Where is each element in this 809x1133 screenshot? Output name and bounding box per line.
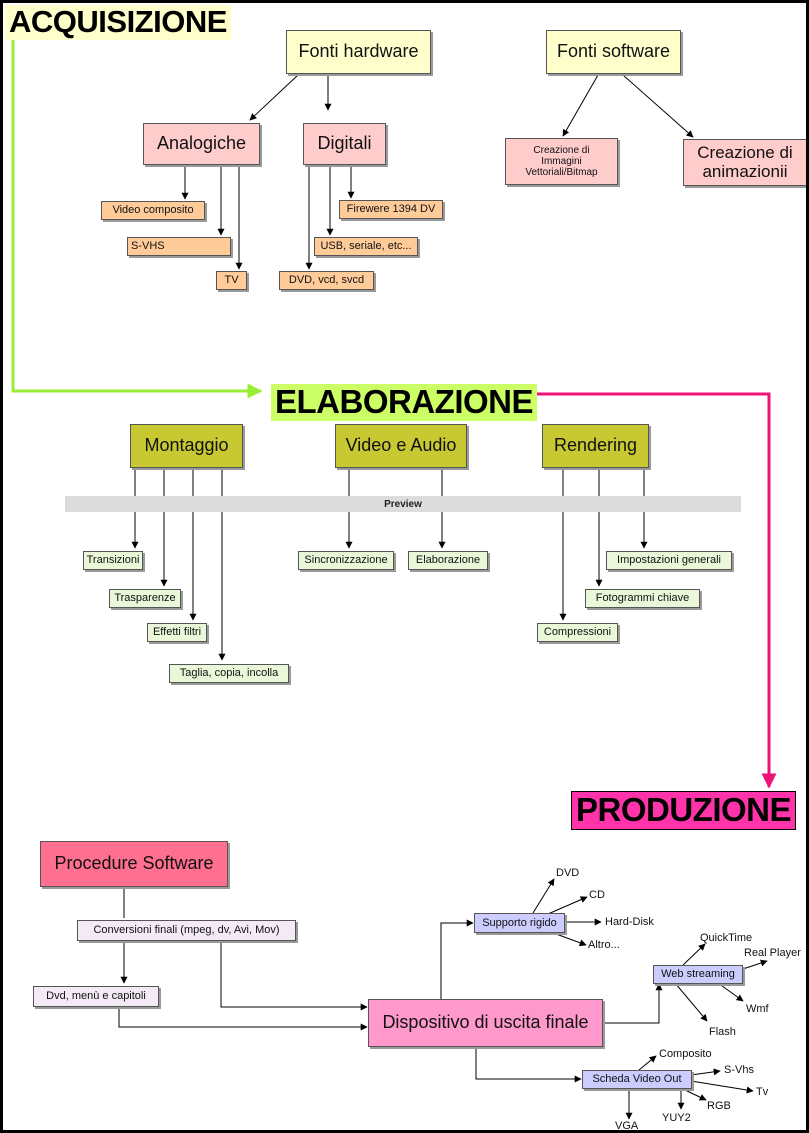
node-video-audio: Video e Audio: [335, 424, 467, 468]
node-trasparenze: Trasparenze: [109, 589, 181, 608]
arrow-web-real: [739, 959, 768, 971]
node-dispositivo-uscita: Dispositivo di uscita finale: [368, 999, 603, 1047]
arrow-disp-scheda: [475, 1047, 582, 1083]
node-effetti-filtri: Effetti filtri: [147, 623, 207, 642]
arrow-hw-analogiche: [249, 74, 299, 121]
section-produzione: PRODUZIONE: [571, 791, 797, 830]
arrow-disp-web: [603, 983, 663, 1024]
label-wmf: Wmf: [746, 1003, 769, 1015]
node-montaggio: Montaggio: [130, 424, 243, 468]
node-compressioni: Compressioni: [537, 623, 618, 642]
node-analogiche: Analogiche: [143, 123, 260, 165]
node-rendering: Rendering: [542, 424, 649, 468]
node-scheda-video-out: Scheda Video Out: [582, 1070, 692, 1089]
arrow-web-flash: [674, 982, 708, 1022]
acquisizione-to-elaborazione-arrow: [11, 39, 263, 399]
node-dvd-vcd: DVD, vcd, svcd: [279, 271, 374, 290]
label-flash: Flash: [709, 1026, 736, 1038]
arrow-conv-disp: [220, 941, 368, 1011]
label-hard-disk: Hard-Disk: [605, 916, 654, 928]
arrow-sch-svhs: [690, 1068, 721, 1076]
node-fotogrammi-chiave: Fotogrammi chiave: [585, 589, 700, 608]
preview-bar: Preview: [65, 496, 741, 512]
node-dvd-menu-capitoli: Dvd, menù e capitoli: [33, 986, 159, 1007]
arrow-sw-animazioni: [622, 74, 694, 138]
node-elaborazione: Elaborazione: [408, 551, 488, 570]
node-transizioni: Transizioni: [83, 551, 143, 570]
arrow-sch-rgb: [682, 1088, 707, 1101]
node-usb: USB, seriale, etc...: [314, 237, 418, 256]
node-digitali: Digitali: [303, 123, 386, 165]
node-supporto-rigido: Supporto rigido: [474, 913, 565, 933]
label-quicktime: QuickTime: [700, 932, 753, 944]
label-real-player: Real Player: [744, 947, 801, 959]
arrow-sup-cd: [547, 896, 588, 915]
arrow-web-wmf: [717, 982, 744, 1002]
node-firewire: Firewere 1394 DV: [339, 200, 443, 219]
arrow-disp-supporto: [440, 919, 474, 999]
label-tv-out: Tv: [756, 1086, 769, 1098]
node-impostazioni-generali: Impostazioni generali: [606, 551, 732, 570]
section-elaborazione: ELABORAZIONE: [271, 384, 537, 421]
label-rgb: RGB: [707, 1100, 731, 1112]
section-acquisizione: ACQUISIZIONE: [5, 5, 231, 40]
arrow-sch-composito: [638, 1055, 657, 1071]
label-yuy2: YUY2: [662, 1112, 691, 1124]
node-taglia-copia: Taglia, copia, incolla: [169, 664, 289, 683]
node-procedure-software: Procedure Software: [40, 841, 228, 887]
node-video-composito: Video composito: [101, 201, 205, 220]
elaborazione-to-produzione-arrow: [521, 392, 777, 789]
node-creazione-immagini: Creazione di Immagini Vettoriali/Bitmap: [505, 138, 618, 185]
label-altro: Altro...: [588, 939, 620, 951]
label-vga: VGA: [615, 1120, 639, 1132]
label-dvd: DVD: [556, 867, 580, 879]
node-creazione-animazioni: Creazione di animazionii: [683, 139, 806, 186]
label-composito: Composito: [659, 1048, 712, 1060]
arrow-sup-dvd: [532, 878, 555, 914]
node-conversioni-finali: Conversioni finali (mpeg, dv, Avi, Mov): [77, 920, 296, 941]
node-fonti-software: Fonti software: [546, 30, 681, 74]
node-tv: TV: [216, 271, 247, 290]
arrow-web-quicktime: [682, 943, 706, 966]
node-fonti-hardware: Fonti hardware: [286, 30, 431, 74]
node-svhs: S-VHS: [127, 237, 231, 256]
arrow-sch-tv: [690, 1080, 754, 1094]
node-web-streaming: Web streaming: [653, 965, 743, 984]
arrow-sup-altro: [547, 930, 587, 947]
label-cd: CD: [589, 889, 605, 901]
arrow-sw-immagini: [562, 74, 599, 137]
label-s-vhs: S-Vhs: [724, 1064, 754, 1076]
node-sincronizzazione: Sincronizzazione: [298, 551, 394, 570]
arrow-dvdmenu-disp: [118, 1007, 368, 1031]
